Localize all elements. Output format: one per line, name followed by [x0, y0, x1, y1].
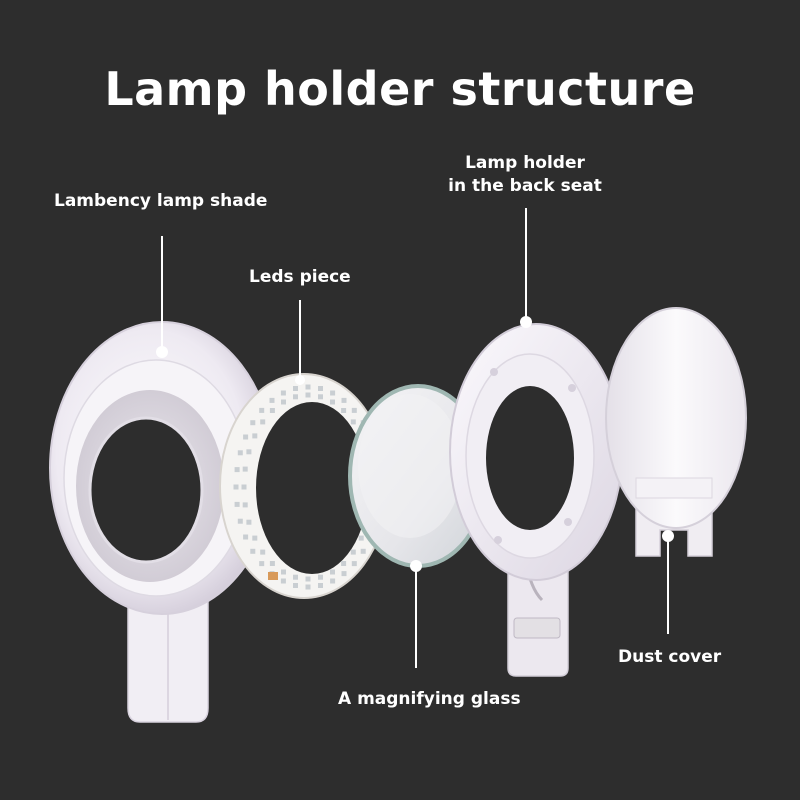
- led-chip: [318, 575, 323, 580]
- led-chip: [250, 420, 255, 425]
- led-chip: [259, 408, 264, 413]
- label-dust-cover: Dust cover: [618, 646, 721, 669]
- led-chip: [293, 583, 298, 588]
- led-chip: [243, 535, 248, 540]
- led-chip: [306, 385, 311, 390]
- led-chip: [330, 570, 335, 575]
- back-seat-part: [450, 324, 622, 676]
- led-chip: [341, 408, 346, 413]
- dust-cover-part: [606, 308, 746, 556]
- led-chip: [243, 435, 248, 440]
- led-chip: [306, 585, 311, 590]
- led-chip: [293, 575, 298, 580]
- led-chip: [238, 450, 243, 455]
- led-chip: [351, 550, 356, 555]
- led-chip: [243, 502, 248, 507]
- led-chip: [260, 550, 265, 555]
- led-chip: [342, 571, 347, 576]
- led-chip: [330, 391, 335, 396]
- led-chip: [361, 549, 366, 554]
- led-chip: [293, 394, 298, 399]
- led-chip: [342, 398, 347, 403]
- led-chip: [352, 561, 357, 566]
- led-chip: [330, 400, 335, 405]
- led-chip: [252, 536, 257, 541]
- label-leds-piece: Leds piece: [249, 266, 351, 289]
- led-chip: [246, 449, 251, 454]
- led-chip: [352, 408, 357, 413]
- led-chip: [318, 583, 323, 588]
- led-chip: [243, 467, 248, 472]
- led-chip: [250, 549, 255, 554]
- led-chip: [306, 577, 311, 582]
- led-chip: [351, 419, 356, 424]
- label-back-seat: Lamp holder in the back seat: [440, 152, 610, 198]
- led-chip: [270, 408, 275, 413]
- led-chip: [235, 502, 240, 507]
- led-chip: [330, 579, 335, 584]
- led-chip: [293, 386, 298, 391]
- led-chip: [270, 398, 275, 403]
- led-chip: [260, 419, 265, 424]
- led-chip: [235, 467, 240, 472]
- label-magnifying-glass: A magnifying glass: [338, 688, 521, 711]
- label-back-seat-line1: Lamp holder: [440, 152, 610, 175]
- led-chip: [281, 570, 286, 575]
- led-chip: [270, 561, 275, 566]
- label-back-seat-line2: in the back seat: [440, 175, 610, 198]
- led-chip: [281, 579, 286, 584]
- led-chip: [341, 561, 346, 566]
- led-chip: [252, 433, 257, 438]
- led-chip: [359, 536, 364, 541]
- led-chip: [238, 519, 243, 524]
- led-chip: [318, 386, 323, 391]
- led-chip: [281, 391, 286, 396]
- label-lamp-shade: Lambency lamp shade: [54, 190, 267, 213]
- led-chip: [246, 520, 251, 525]
- led-chip: [242, 485, 247, 490]
- led-chip: [306, 393, 311, 398]
- led-chip: [281, 400, 286, 405]
- led-chip: [234, 485, 239, 490]
- led-chip: [318, 394, 323, 399]
- led-chip: [259, 561, 264, 566]
